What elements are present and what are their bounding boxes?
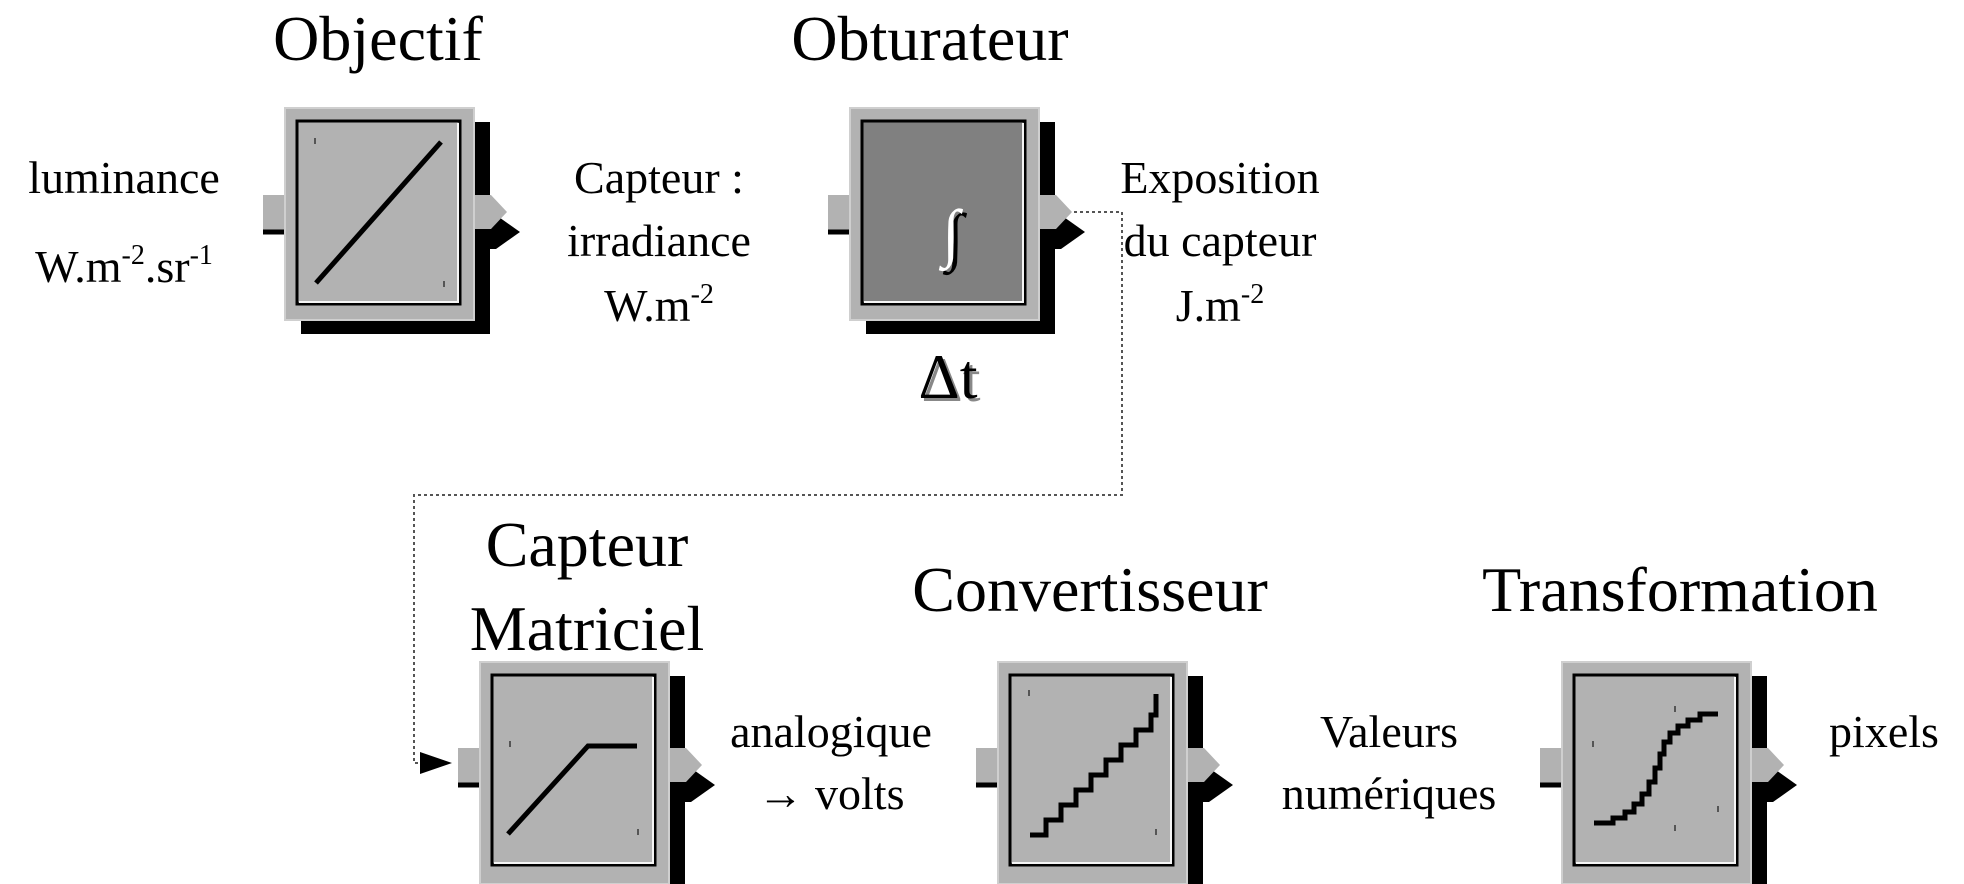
shutter-time-label: Δt (919, 341, 978, 412)
block-obturateur: Obturateur ∫ ∫ Δt Δt (791, 3, 1085, 415)
linear-ramp-icon (314, 140, 443, 285)
input-port (458, 748, 482, 783)
signal-label-line2: irradiance (567, 215, 751, 266)
input-port (1540, 748, 1564, 783)
output-port (469, 195, 507, 229)
tick-mark (509, 741, 511, 747)
inner-panel-highlight (1012, 677, 1172, 864)
block-title: Transformation (1482, 554, 1878, 625)
signal-analog-label: analogique → volts (730, 706, 932, 819)
signal-label-line2: numériques (1282, 768, 1497, 819)
output-port (664, 748, 702, 782)
input-port (263, 195, 287, 230)
signal-label-line1: pixels (1829, 706, 1939, 757)
tick-mark (1674, 825, 1676, 831)
tick-mark (1155, 829, 1157, 835)
signal-output-label: pixels (1829, 706, 1939, 757)
block-title: Convertisseur (912, 554, 1268, 625)
block-inner-panel (860, 119, 1027, 306)
tick-mark (1028, 690, 1030, 696)
connector-line (413, 211, 1123, 764)
inner-panel-highlight (864, 123, 1024, 303)
inner-panel-highlight (1576, 677, 1736, 864)
block-objectif: Objectif (263, 3, 520, 334)
signal-label-line1: analogique (730, 706, 932, 757)
signal-irradiance-label: Capteur : irradiance W.m-2 (567, 152, 751, 331)
saturation-icon (506, 743, 637, 836)
integral-icon: ∫ (938, 197, 963, 272)
staircase-icon (1030, 694, 1159, 838)
tick-mark (637, 829, 639, 835)
tick-mark (1674, 706, 1676, 712)
input-port (828, 195, 852, 230)
signal-digital-label: Valeurs numériques (1282, 706, 1497, 819)
signal-unit: J.m-2 (1176, 279, 1265, 331)
signal-label-line2: → volts (758, 768, 905, 819)
block-title: Obturateur (791, 3, 1068, 74)
signal-label-line1: Valeurs (1320, 706, 1458, 757)
sigmoid-staircase-icon (1594, 711, 1718, 826)
connector-arrowhead (420, 752, 452, 774)
signal-exposure-label: Exposition du capteur J.m-2 (1120, 152, 1319, 331)
signal-unit: W.m-2 (604, 279, 714, 331)
block-capteur-matriciel: Capteur Matriciel (458, 509, 715, 884)
block-transformation: Transformation (1482, 554, 1878, 884)
tick-mark (1592, 741, 1594, 747)
signal-label-line1: luminance (28, 152, 220, 203)
inner-panel-highlight (299, 123, 459, 303)
block-title-line2: Matriciel (470, 593, 705, 664)
signal-unit: W.m-2.sr-1 (35, 240, 213, 292)
block-convertisseur: Convertisseur (912, 554, 1268, 884)
shutter-time-shadow: Δt (922, 344, 981, 415)
block-title: Objectif (273, 3, 483, 74)
block-inner-panel (490, 673, 657, 867)
tick-mark (314, 138, 316, 144)
tick-mark (443, 281, 445, 287)
tick-mark (1717, 806, 1719, 812)
output-port (1182, 748, 1220, 782)
output-port (1034, 195, 1072, 229)
integral-icon-shadow: ∫ (942, 201, 967, 276)
inner-panel-highlight (494, 677, 654, 864)
input-port (976, 748, 1000, 783)
signal-label-line2: du capteur (1124, 215, 1317, 266)
output-port (1746, 748, 1784, 782)
signal-label-line1: Exposition (1120, 152, 1319, 203)
signal-label-line1: Capteur : (574, 152, 744, 203)
block-title-line1: Capteur (486, 509, 689, 580)
signal-input-label: luminance W.m-2.sr-1 (28, 152, 220, 292)
